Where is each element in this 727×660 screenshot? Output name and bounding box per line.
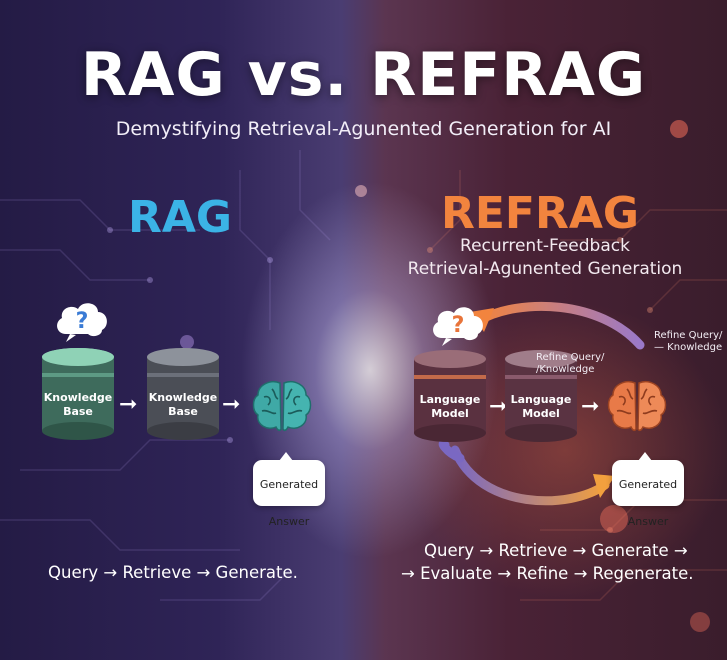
rag-flow-text: Query → Retrieve → Generate.	[48, 563, 298, 582]
rag-heading: RAG	[127, 192, 233, 243]
page-title: RAG vs. REFRAG	[80, 40, 647, 110]
refine-query-note-inner: Refine Query//Knowledge	[536, 352, 605, 375]
bokeh-dot	[670, 120, 688, 138]
arrow-right-icon: ➞	[222, 392, 241, 417]
refrag-flow-line1: Query → Retrieve → Generate →	[424, 541, 688, 560]
bokeh-dot	[690, 612, 710, 632]
refrag-heading: REFRAG	[440, 188, 640, 239]
question-cloud-icon: ?	[433, 307, 483, 346]
arrow-right-icon: ➞	[489, 394, 508, 419]
arrow-right-icon: ➞	[581, 394, 600, 419]
refrag-subtitle-line1: Recurrent-Feedback	[460, 236, 630, 256]
page-subtitle: Demystifying Retrieval-Agunented Generat…	[115, 118, 612, 140]
svg-text:?: ?	[452, 313, 465, 338]
refrag-subtitle-line2: Retrieval-Agunented Generation	[407, 259, 683, 279]
refrag-flow-line2: → Evaluate → Refine → Regenerate.	[401, 564, 694, 583]
brain-icon-teal	[252, 381, 312, 432]
bokeh-dot	[355, 185, 367, 197]
bokeh-dot	[180, 335, 194, 349]
refine-query-note-outer: Refine Query/— Knowledge	[654, 330, 723, 353]
brain-icon-orange	[607, 381, 667, 432]
arrow-right-icon: ➞	[119, 392, 138, 417]
svg-text:?: ?	[76, 309, 89, 334]
question-cloud-icon: ?	[57, 303, 107, 342]
feedback-loop-arrows	[438, 301, 645, 506]
bokeh-dot	[600, 505, 628, 533]
